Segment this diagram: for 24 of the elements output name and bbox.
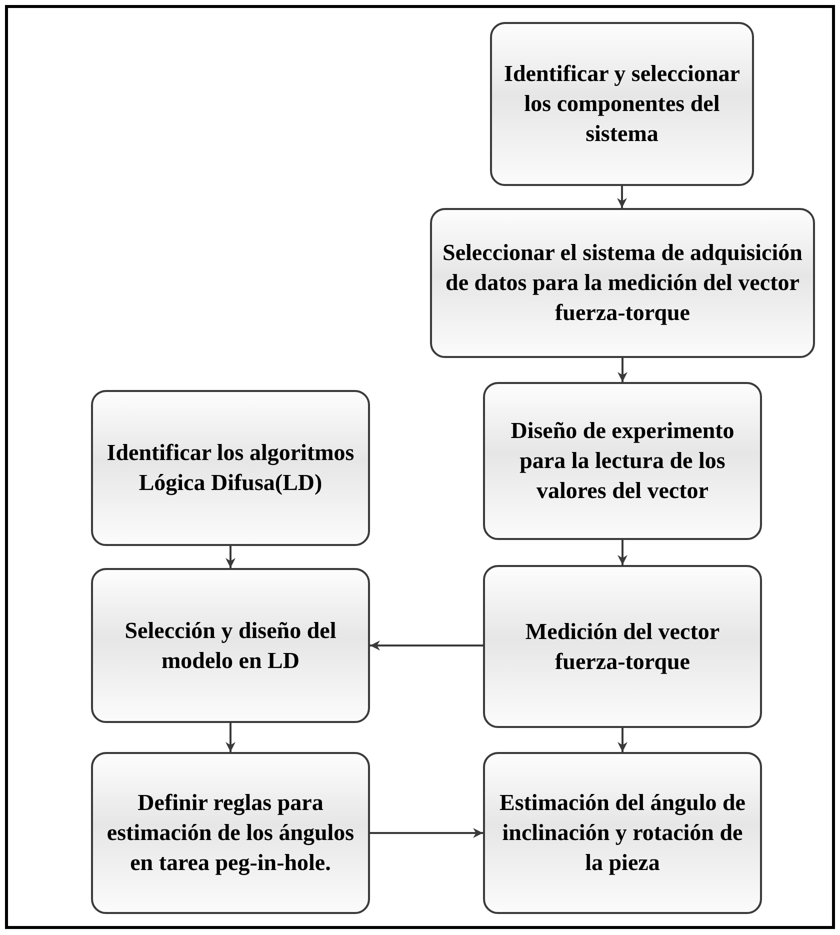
process-box: [91, 568, 370, 723]
process-box: [483, 382, 762, 540]
step-text: Seleccionar el sistema de adquisición de datos para la medición del vector fuerza-torque: [442, 239, 804, 327]
step-text: Identificar y seleccionar los componentes del sistema: [503, 60, 741, 148]
step-text: Diseño de experimento para la lectura de los valores del vector: [510, 417, 736, 505]
arrow: [618, 728, 628, 752]
step-text: Definir reglas para estimación de los ángulos en tarea peg-in-hole.: [106, 789, 356, 878]
process-box: [91, 390, 370, 546]
process-box: [91, 752, 370, 914]
arrow: [226, 546, 236, 568]
step-text: Identificar los algoritmos Lógica Difusa(LD): [106, 439, 356, 498]
arrow: [618, 540, 628, 565]
step-text: Selección y diseño del modelo en LD: [124, 616, 338, 674]
arrow: [618, 358, 628, 382]
arrow: [370, 828, 483, 838]
arrow: [617, 186, 627, 208]
process-box: [430, 208, 815, 358]
arrow: [370, 640, 483, 650]
process-box: [490, 22, 754, 186]
arrow: [226, 723, 236, 752]
step-text: Estimación del ángulo de inclinación y rotación de la pieza: [498, 789, 746, 877]
process-box: [483, 752, 762, 914]
process-box: [483, 565, 762, 728]
step-text: Medición del vector fuerza-torque: [524, 618, 721, 676]
